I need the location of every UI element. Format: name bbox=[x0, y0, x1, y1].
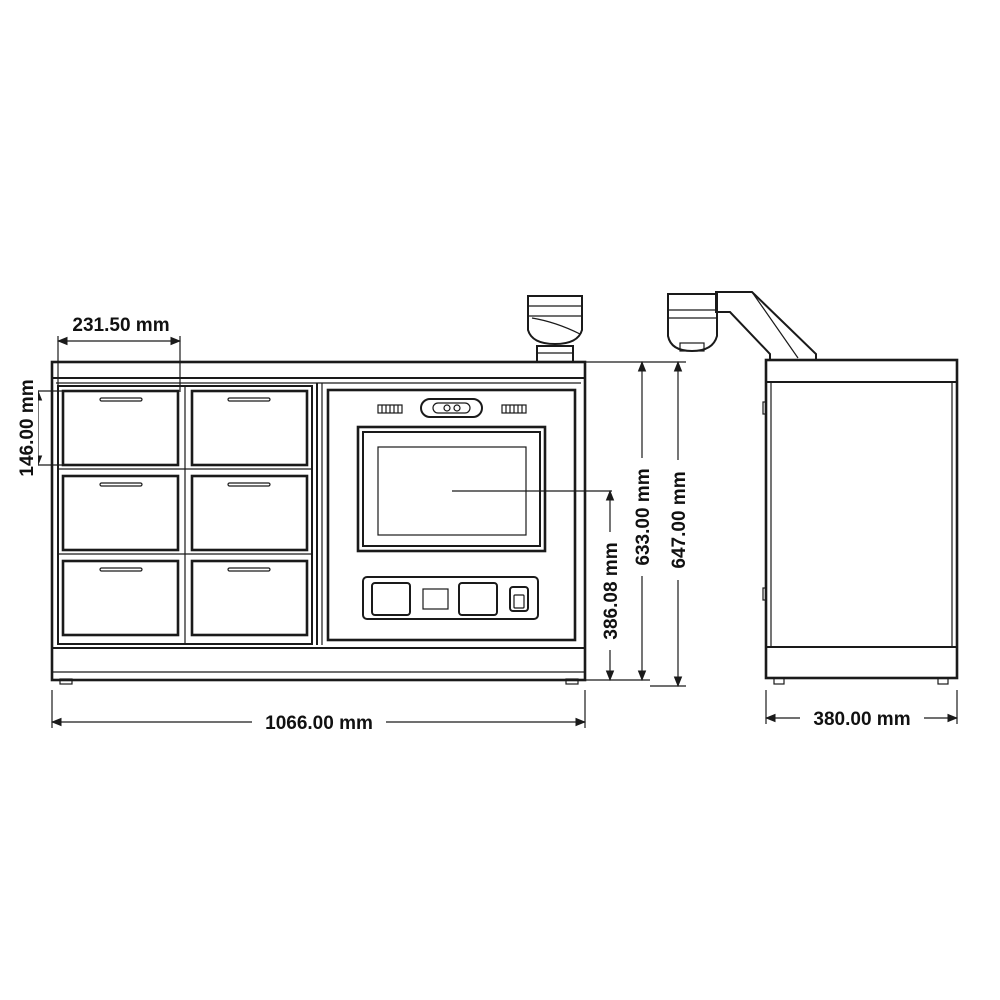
dim-cabinet-height: 633.00 mm bbox=[585, 360, 655, 682]
foot-side-left bbox=[773, 677, 785, 685]
dim-overall-height-label: 647.00 mm bbox=[669, 471, 690, 568]
dim-drawer-width: 231.50 mm bbox=[56, 314, 182, 392]
drawer-handle[interactable] bbox=[99, 397, 143, 402]
drawer-handle[interactable] bbox=[227, 482, 271, 487]
dim-drawer-height-label: 146.00 mm bbox=[17, 379, 38, 476]
camera-arm bbox=[667, 291, 817, 361]
top-camera-front bbox=[527, 295, 583, 363]
drawer-column-right bbox=[190, 389, 309, 637]
foot-right bbox=[565, 678, 579, 685]
side-body bbox=[764, 358, 959, 680]
peripheral-panel bbox=[362, 576, 539, 620]
drawer-column-left bbox=[61, 389, 180, 637]
dim-cabinet-height-label: 633.00 mm bbox=[633, 468, 654, 565]
scanner-window[interactable] bbox=[422, 588, 449, 610]
dim-drawer-width-label: 231.50 mm bbox=[72, 315, 169, 336]
camera-module bbox=[420, 398, 483, 418]
dim-depth: 380.00 mm bbox=[764, 690, 959, 730]
drawer-handle[interactable] bbox=[99, 482, 143, 487]
dim-kiosk-height-label: 386.08 mm bbox=[601, 542, 622, 639]
printer-slot[interactable] bbox=[458, 582, 498, 616]
drawer-handle[interactable] bbox=[227, 397, 271, 402]
drawer-handle[interactable] bbox=[99, 567, 143, 572]
drawer[interactable] bbox=[61, 559, 180, 637]
speaker-grille-left bbox=[377, 404, 403, 414]
drawer[interactable] bbox=[190, 474, 309, 552]
drawer[interactable] bbox=[190, 389, 309, 467]
front-view bbox=[50, 295, 587, 685]
drawer[interactable] bbox=[61, 474, 180, 552]
cabinet-body bbox=[50, 360, 587, 682]
side-view bbox=[667, 291, 959, 685]
dim-total-width-label: 1066.00 mm bbox=[265, 713, 373, 734]
drawer[interactable] bbox=[61, 389, 180, 467]
drawer-handle[interactable] bbox=[227, 567, 271, 572]
dim-overall-height: 647.00 mm bbox=[650, 360, 691, 688]
fingerprint-sensor[interactable] bbox=[509, 586, 529, 612]
kiosk-panel bbox=[326, 388, 577, 642]
speaker-grille-right bbox=[501, 404, 527, 414]
screen-bezel bbox=[356, 425, 547, 553]
dim-drawer-height: 146.00 mm bbox=[16, 372, 64, 482]
dim-total-width: 1066.00 mm bbox=[50, 690, 587, 734]
foot-side-right bbox=[937, 677, 949, 685]
dim-depth-label: 380.00 mm bbox=[813, 709, 910, 730]
card-reader[interactable] bbox=[371, 582, 411, 616]
foot-left bbox=[59, 678, 73, 685]
dim-kiosk-height: 386.08 mm bbox=[452, 489, 623, 682]
drawer[interactable] bbox=[190, 559, 309, 637]
